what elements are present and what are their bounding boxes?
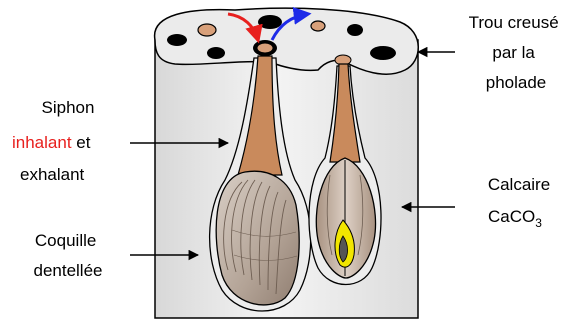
hole (370, 46, 396, 60)
rock-block-top (155, 8, 419, 74)
label-siphon-inhalant-et: inhalant et (12, 133, 91, 152)
label-siphon: Siphon (42, 98, 95, 117)
label-et: et (72, 133, 91, 152)
label-trou-creuse: Trou creusé par la pholade (469, 13, 564, 92)
hole (258, 15, 282, 29)
label-inhalant: inhalant (12, 133, 72, 152)
label-calcaire: Calcaire (488, 175, 550, 194)
label-caco3: CaCO3 (488, 207, 542, 230)
label-coquille-dentellee: Coquille dentellée (33, 231, 102, 280)
hole (311, 21, 325, 31)
hole (207, 47, 225, 59)
hole (347, 24, 363, 36)
shell-left (216, 171, 299, 305)
siphon-tip-left (257, 43, 273, 53)
hole (167, 34, 187, 46)
label-exhalant: exhalant (20, 165, 85, 184)
hole (198, 24, 216, 36)
